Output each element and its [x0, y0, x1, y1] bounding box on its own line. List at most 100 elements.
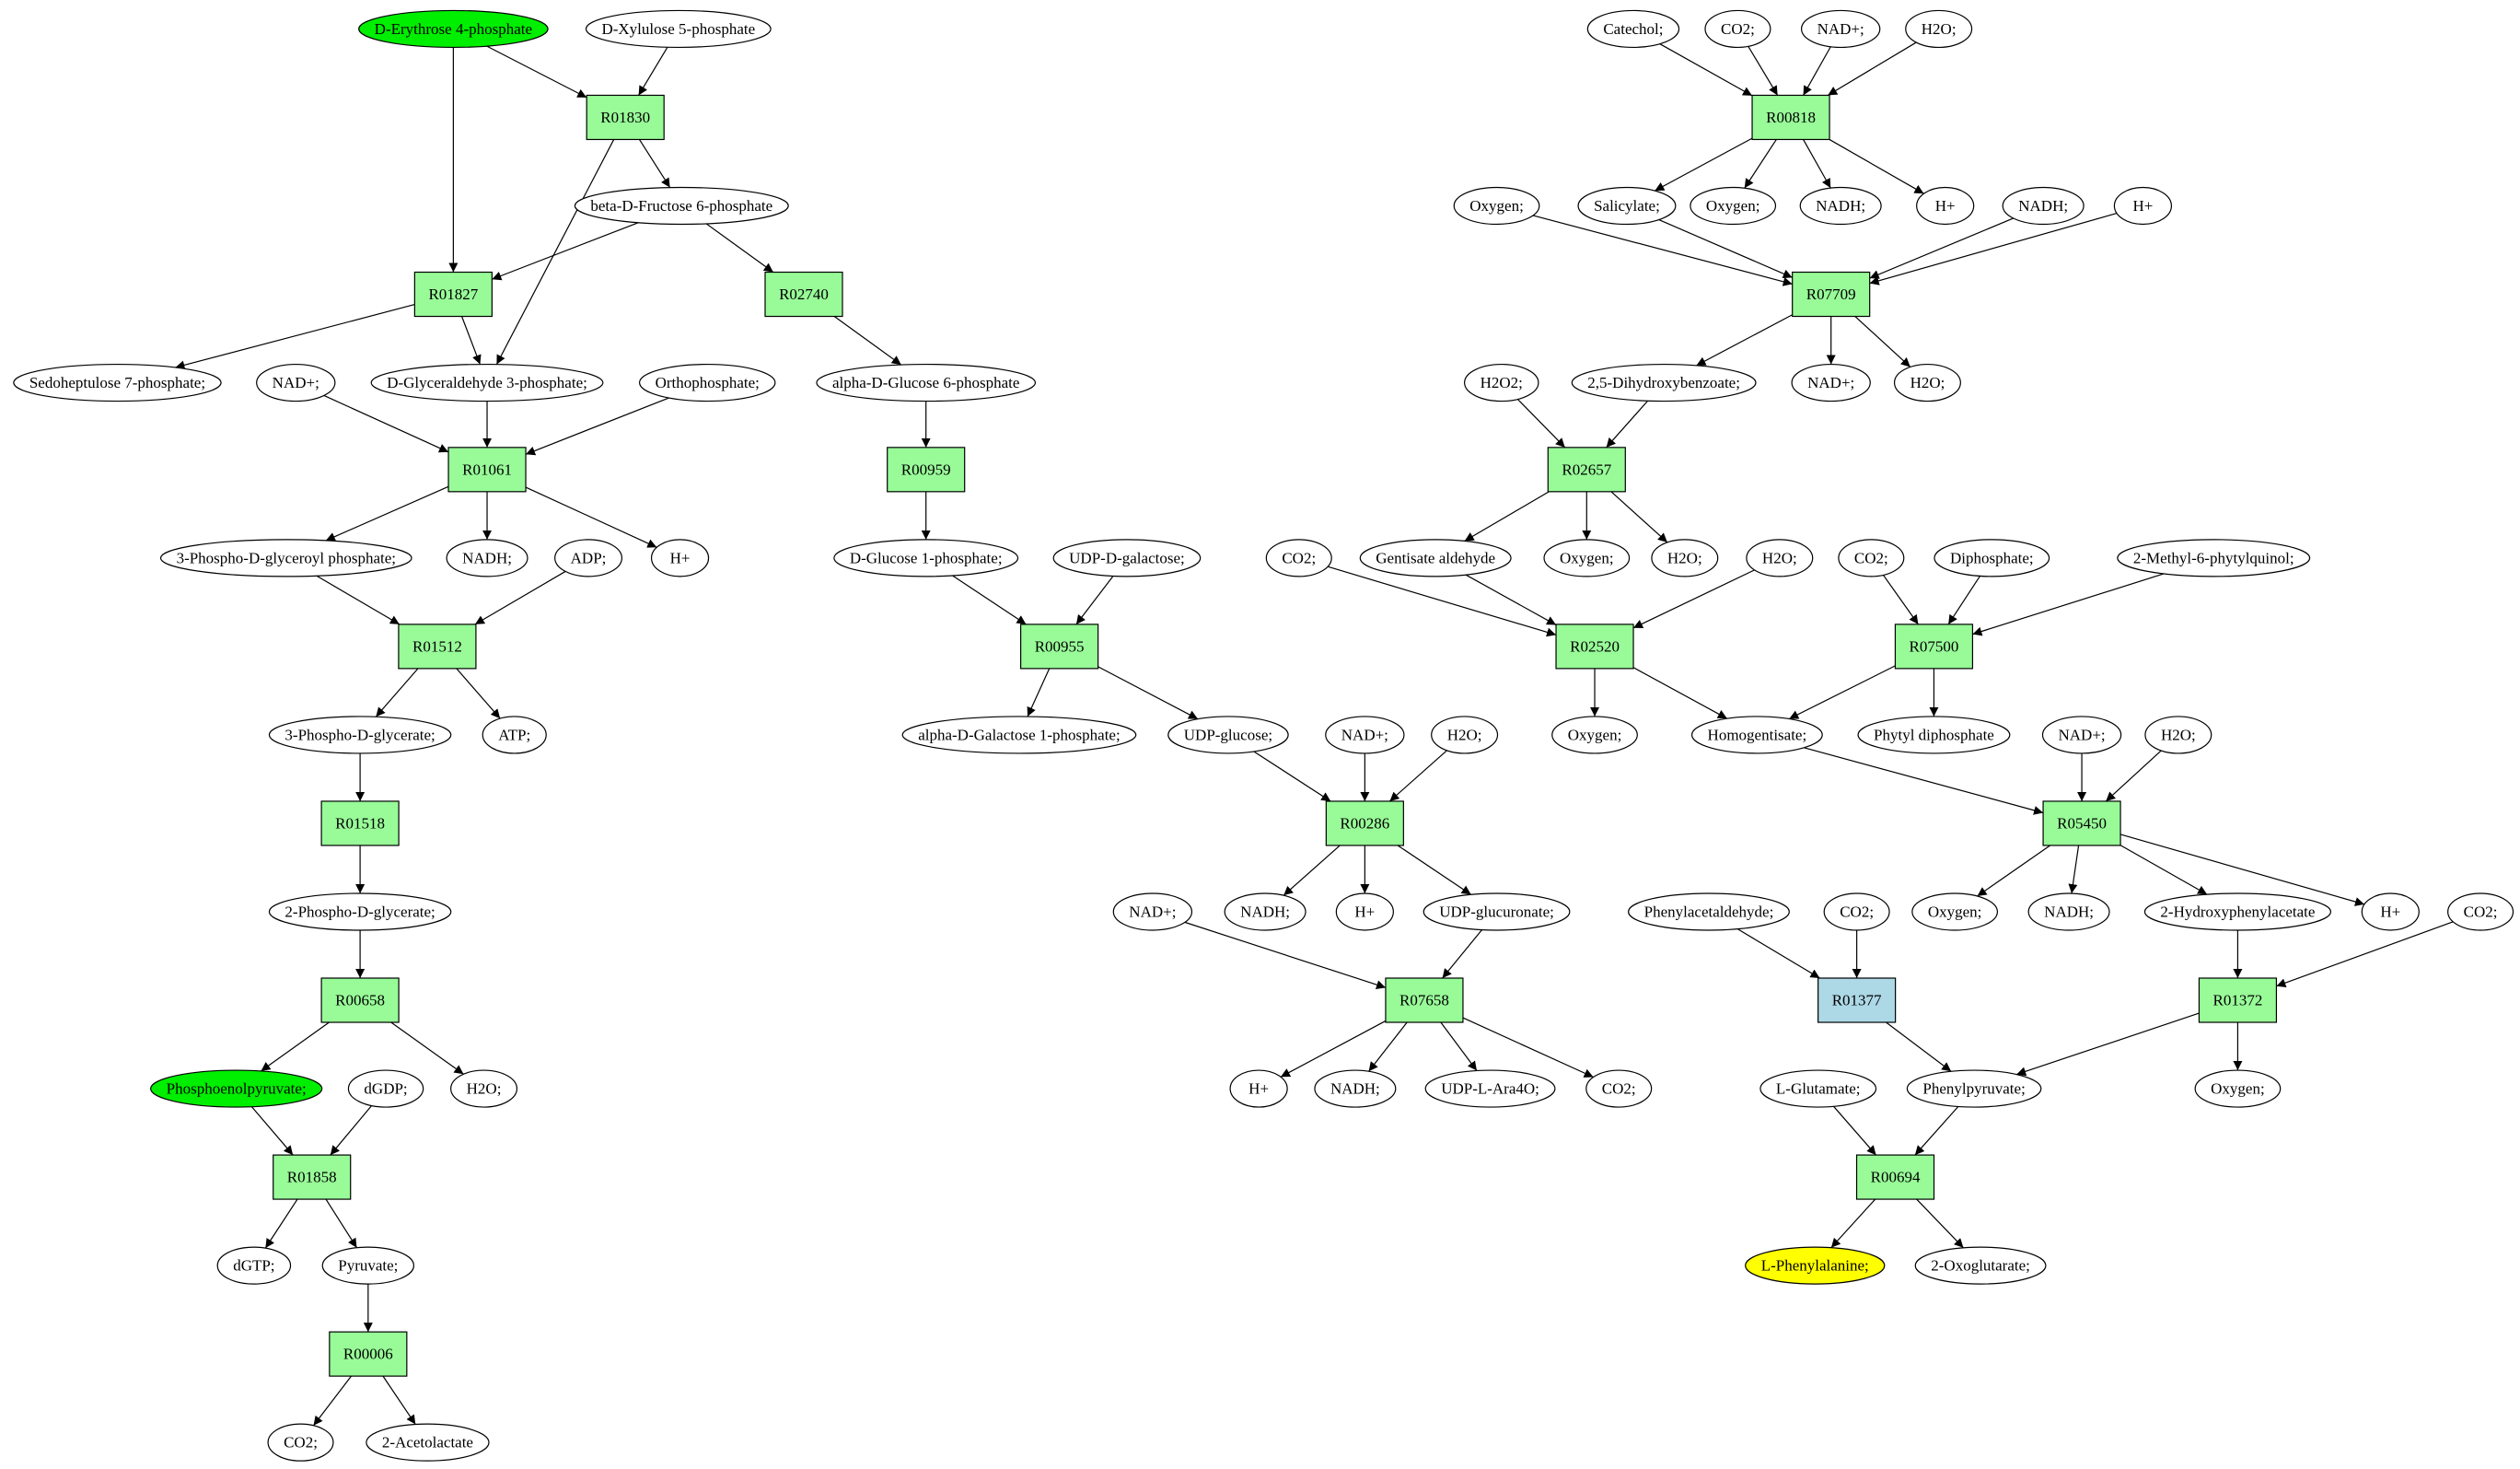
metabolite-label: NAD+; — [1817, 20, 1864, 38]
metabolite-label: Orthophosphate; — [656, 374, 760, 391]
reaction-label: R01512 — [412, 637, 462, 655]
reaction-node-r07658: R07658 — [1385, 977, 1464, 1023]
edge-arrow — [325, 485, 449, 542]
metabolite-node: CO2; — [1585, 1069, 1653, 1108]
reaction-node-r01827: R01827 — [413, 271, 493, 318]
reaction-label: R07709 — [1806, 286, 1856, 303]
reaction-box — [887, 447, 966, 493]
metabolite-label: H2O; — [2161, 726, 2196, 743]
metabolite-node: H2O; — [450, 1069, 518, 1108]
reaction-label: R01858 — [287, 1169, 337, 1186]
metabolite-ellipse — [1585, 1069, 1653, 1108]
metabolite-label: 2-Acetolactate — [382, 1434, 473, 1452]
metabolite-label: Gentisate aldehyde — [1376, 549, 1495, 566]
metabolite-node: CO2; — [1265, 539, 1332, 577]
edge-arrow — [1883, 575, 1919, 625]
reaction-node-r05450: R05450 — [2042, 800, 2121, 846]
reaction-box — [1792, 271, 1871, 318]
reaction-label: R01827 — [428, 286, 478, 303]
edge-layer — [175, 41, 2454, 1427]
metabolite-ellipse — [1906, 1069, 2042, 1108]
metabolite-ellipse — [1577, 186, 1677, 226]
metabolite-label: UDP-glucuronate; — [1439, 903, 1554, 920]
metabolite-label: CO2; — [2464, 903, 2498, 920]
metabolite-ellipse — [2361, 892, 2420, 931]
metabolite-node: L-Glutamate; — [1759, 1069, 1877, 1108]
metabolite-ellipse — [816, 363, 1037, 402]
edge-arrow — [1632, 569, 1755, 629]
edge-arrow — [474, 570, 566, 625]
reaction-box — [586, 94, 665, 141]
metabolite-node: H+ — [2361, 892, 2420, 931]
metabolite-ellipse — [638, 363, 776, 402]
metabolite-node: Oxygen; — [1551, 716, 1638, 754]
edge-arrow — [1442, 929, 1482, 979]
metabolite-ellipse — [482, 716, 547, 754]
metabolite-ellipse — [1586, 9, 1680, 49]
metabolite-label: H+ — [2380, 903, 2400, 920]
metabolite-node: CO2; — [1704, 9, 1771, 49]
metabolite-ellipse — [2194, 1069, 2282, 1108]
reaction-box — [1894, 624, 1974, 670]
metabolite-label: H2O; — [1910, 374, 1945, 391]
metabolite-node: NAD+; — [256, 363, 336, 402]
edge-arrow — [1804, 747, 2044, 815]
metabolite-ellipse — [1224, 892, 1306, 931]
edge-arrow — [1869, 217, 2014, 279]
metabolite-node: Phenylacetaldehyde; — [1628, 892, 1790, 931]
edge-arrow — [313, 1375, 352, 1427]
edge-arrow — [1658, 219, 1793, 278]
metabolite-node: NAD+; — [1800, 9, 1881, 49]
metabolite-node: H+ — [1229, 1069, 1288, 1108]
metabolite-label: beta-D-Fructose 6-phosphate — [590, 197, 772, 215]
metabolite-label: CO2; — [1602, 1080, 1636, 1098]
metabolite-ellipse — [1571, 363, 1757, 402]
reaction-label: R01830 — [600, 109, 650, 126]
metabolite-ellipse — [159, 539, 412, 577]
edge-arrow — [1977, 845, 2050, 897]
metabolite-ellipse — [370, 363, 604, 402]
metabolite-label: H2O; — [1447, 726, 1482, 743]
reaction-label: R02520 — [1570, 637, 1620, 655]
edge-arrow — [1803, 46, 1831, 96]
reaction-node-r01830: R01830 — [586, 94, 665, 141]
edge-arrow — [1748, 46, 1779, 96]
metabolite-ellipse — [1857, 716, 2011, 754]
metabolite-node: UDP-glucose; — [1167, 716, 1289, 754]
metabolite-ellipse — [1325, 716, 1405, 754]
metabolite-ellipse — [366, 1423, 490, 1462]
metabolite-ellipse — [1359, 539, 1512, 577]
edge-arrow — [1532, 215, 1793, 286]
reaction-node-r01858: R01858 — [273, 1154, 352, 1200]
metabolite-node: H+ — [1916, 186, 1975, 226]
reaction-label: R00658 — [335, 992, 385, 1009]
metabolite-node: H2O; — [1893, 363, 1961, 402]
metabolite-ellipse — [446, 539, 528, 577]
metabolite-label: NAD+; — [1341, 726, 1388, 743]
edge-arrow — [1464, 491, 1550, 542]
metabolite-node: H+ — [650, 539, 710, 577]
metabolite-label: Phenylpyruvate; — [1922, 1080, 2025, 1098]
reaction-node-r00286: R00286 — [1325, 800, 1404, 846]
edge-arrow — [2068, 845, 2080, 894]
metabolite-node: ADP; — [554, 539, 623, 577]
metabolite-label: H+ — [1248, 1080, 1269, 1098]
metabolite-ellipse — [1911, 892, 1999, 931]
edge-arrow — [1829, 138, 1924, 194]
metabolite-label: CO2; — [1854, 549, 1888, 566]
edge-arrow — [1972, 573, 2165, 636]
metabolite-ellipse — [2447, 892, 2514, 931]
metabolite-ellipse — [2027, 892, 2110, 931]
reaction-node-r01377: R01377 — [1817, 977, 1897, 1023]
edge-arrow — [1744, 139, 1777, 189]
edge-arrow — [1659, 43, 1753, 97]
metabolite-label: L-Glutamate; — [1776, 1080, 1861, 1098]
edge-arrow — [1827, 41, 1917, 96]
metabolite-node: 2-Oxoglutarate; — [1914, 1246, 2047, 1285]
edge-arrow — [1389, 750, 1447, 802]
metabolite-ellipse — [1838, 539, 1905, 577]
metabolite-label: alpha-D-Glucose 6-phosphate — [832, 374, 1019, 391]
metabolite-ellipse — [1052, 539, 1202, 577]
metabolite-label: CO2; — [284, 1434, 318, 1452]
